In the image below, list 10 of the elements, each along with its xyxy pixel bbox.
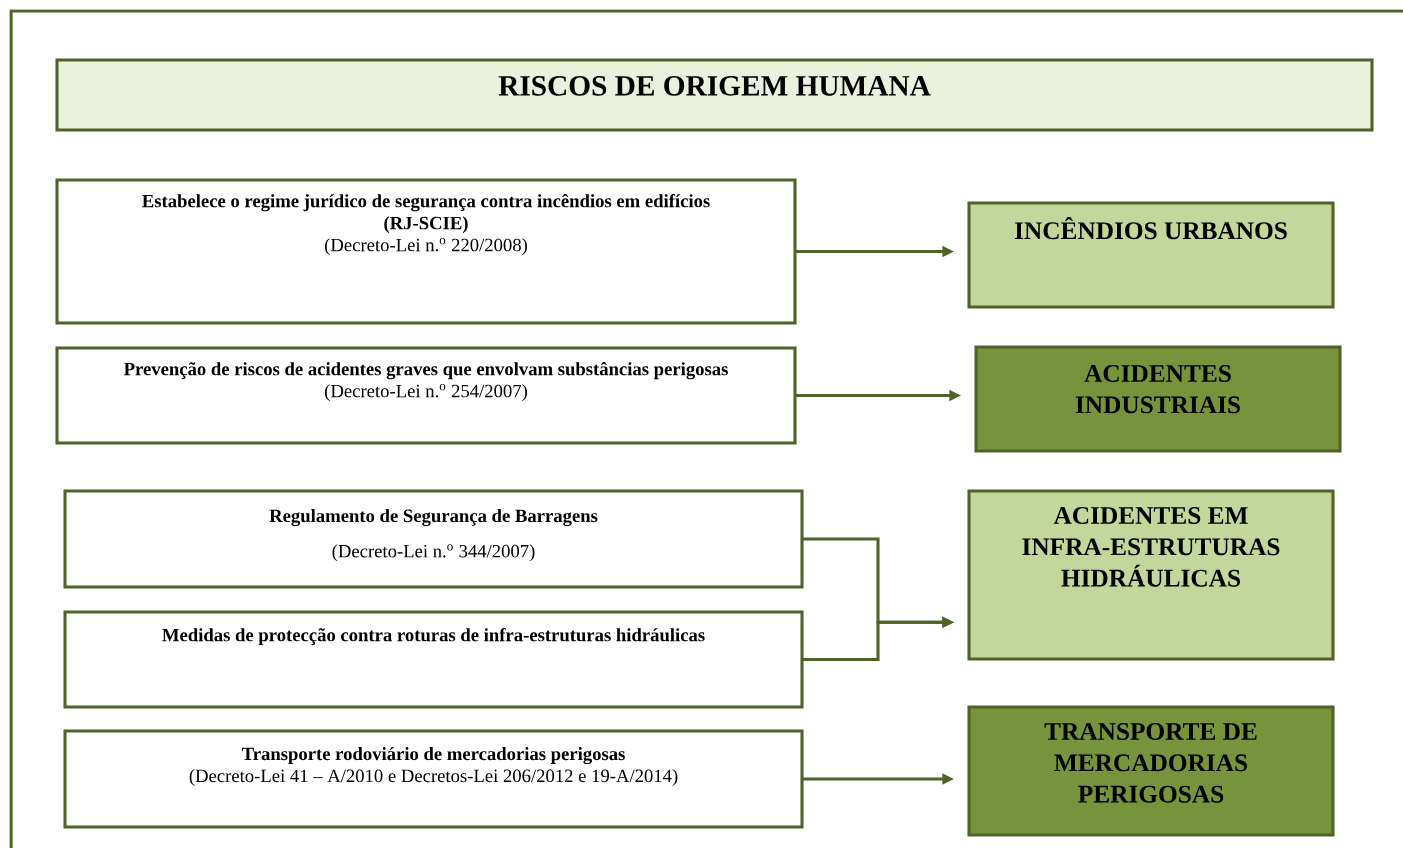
- risk-box: TRANSPORTE DE MERCADORIAS PERIGOSAS: [967, 705, 1335, 837]
- law-box: Transporte rodoviário de mercadorias perigosas (Decreto-Lei 41 – A/2010 e Decretos-Lei 206/2012 e 19-A/2014): [63, 729, 804, 829]
- law-box: Regulamento de Segurança de Barragens (Decreto-Lei n.$^{o}$ 344/2007): [63, 489, 804, 589]
- risk-box: ACIDENTES EM INFRA-ESTRUTURAS HIDRÁULICAS: [967, 489, 1335, 661]
- law-box: Estabelece o regime jurídico de segurança contra incêndios em edifícios (RJ-SCIE) (Decreto-Lei n.$^{o}$ 220/2008): [55, 178, 797, 325]
- risk-box: INCÊNDIOS URBANOS: [967, 201, 1335, 309]
- law-box: Medidas de protecção contra roturas de infra-estruturas hidráulicas: [63, 610, 804, 709]
- law-box: Prevenção de riscos de acidentes graves que envolvam substâncias perigosas (Decreto-Lei n.$^{o}$ 254/2007): [55, 346, 797, 445]
- risk-box: ACIDENTES INDUSTRIAIS: [974, 345, 1342, 453]
- title-box: RISCOS DE ORIGEM HUMANA: [55, 58, 1374, 132]
